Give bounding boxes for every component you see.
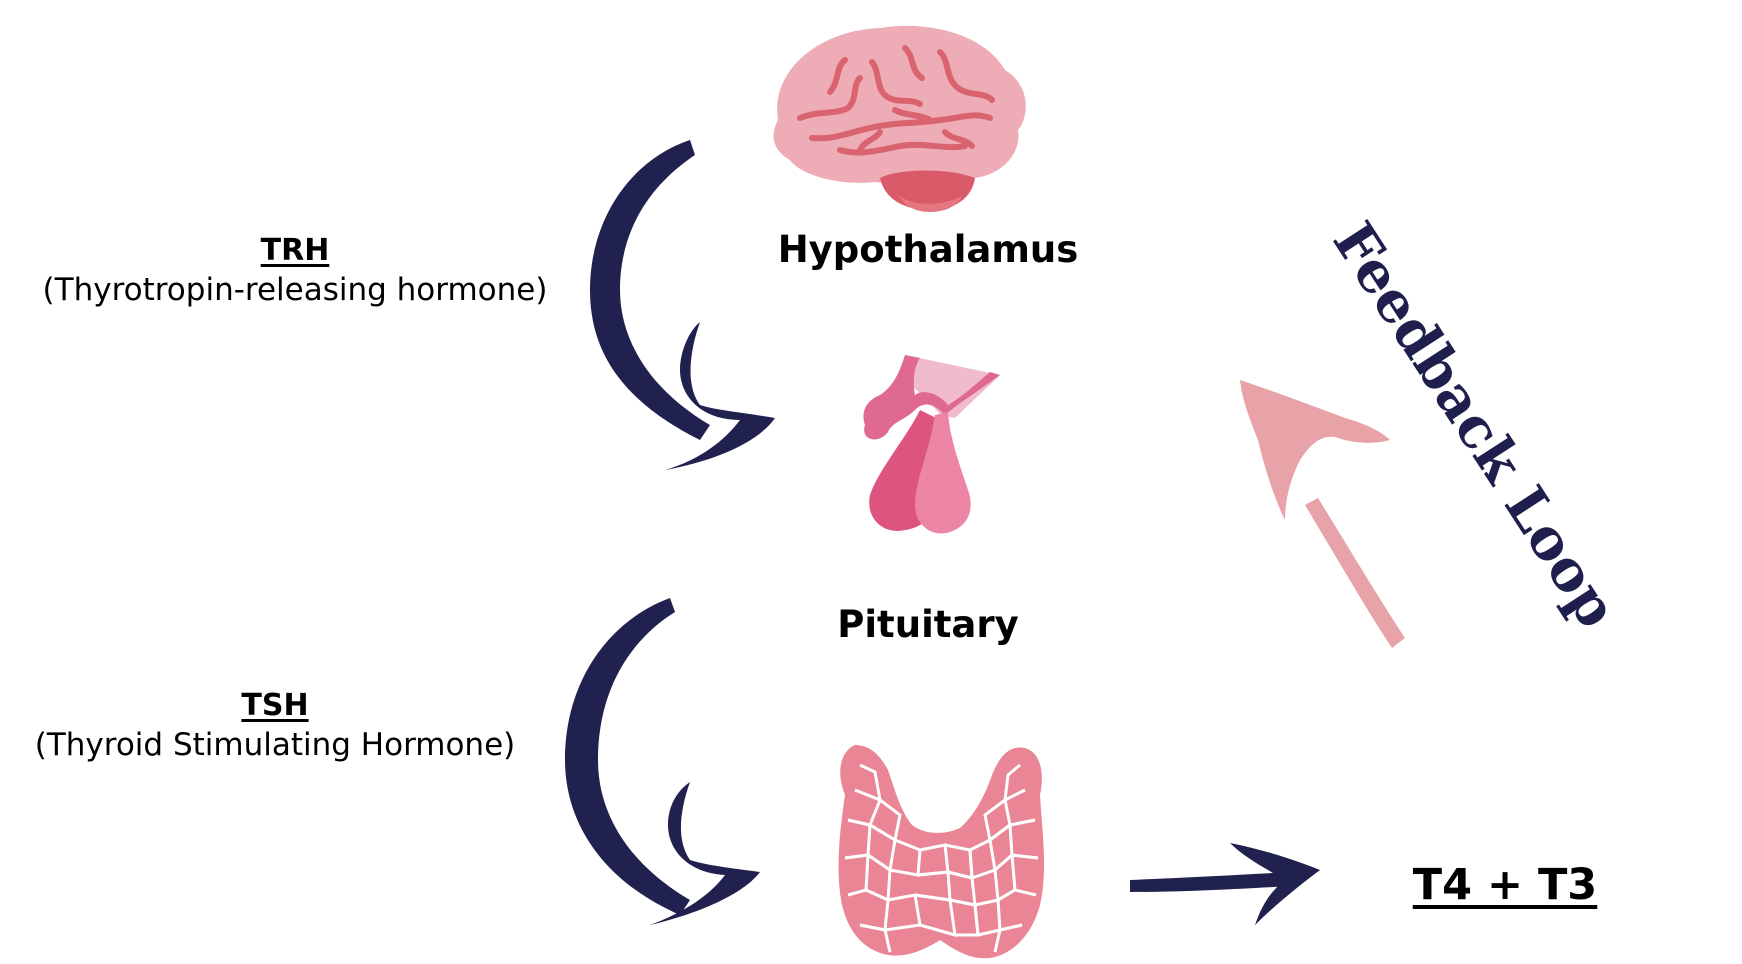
hypothalamus-label: Hypothalamus [777, 228, 1079, 271]
tsh-abbreviation: TSH [241, 688, 309, 723]
thyroid-icon [838, 745, 1045, 959]
pituitary-label: Pituitary [837, 603, 1019, 646]
feedback-arrow [1240, 380, 1405, 648]
trh-abbreviation: TRH [260, 233, 330, 268]
tsh-full-name: (Thyroid Stimulating Hormone) [34, 727, 516, 763]
trh-full-name: (Thyrotropin-releasing hormone) [42, 272, 548, 308]
output-arrow [1130, 843, 1320, 925]
tsh-label: TSH (Thyroid Stimulating Hormone) [35, 688, 516, 763]
pituitary-icon [863, 355, 1000, 534]
brain-icon [773, 25, 1026, 212]
tsh-arrow [565, 598, 760, 925]
trh-label: TRH (Thyrotropin-releasing hormone) [43, 233, 548, 308]
trh-arrow [590, 140, 775, 470]
t4-t3-label: T4 + T3 [1412, 860, 1598, 910]
